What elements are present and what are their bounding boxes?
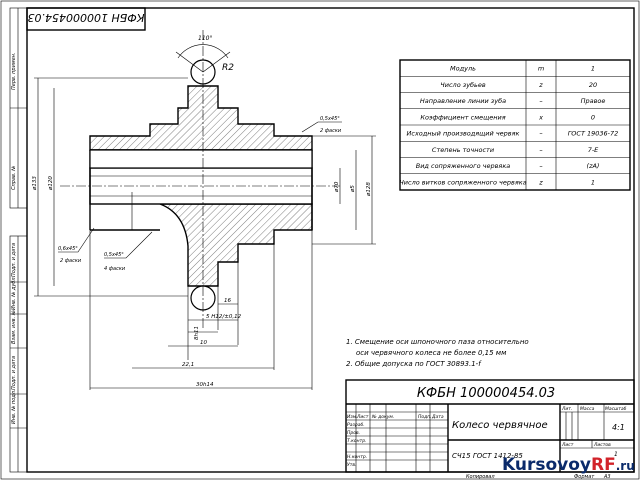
param-value: ГОСТ 19036-72	[568, 130, 619, 138]
section-top-hatch	[89, 85, 313, 151]
dim-30: 30h14	[196, 382, 214, 388]
strip-label-vzam: Взам. инв. №	[11, 310, 17, 344]
dim-right-d3: ø128	[366, 182, 372, 197]
dim-16: 16	[224, 298, 231, 304]
param-name: Направление линии зуба	[420, 97, 506, 105]
mass-label: Масса	[580, 406, 595, 412]
param-value: 1	[591, 178, 595, 186]
strip-label-sprav: Справ. №	[11, 166, 17, 190]
strip-label-perv: Перв. примен.	[11, 52, 17, 90]
note-line-2: оси червячного колеса не более 0,15 мм	[356, 349, 507, 357]
param-name: Число зубьев	[440, 81, 486, 89]
technical-notes: 1. Смещение оси шпоночного паза относите…	[346, 338, 529, 368]
param-value: 7-E	[588, 146, 599, 154]
dim-5: 5 H12/±0,12	[206, 314, 242, 320]
dim-8: 8h11	[194, 326, 200, 340]
format-value: A3	[603, 474, 611, 480]
param-symbol: –	[539, 146, 542, 154]
scale-label: Масштаб	[605, 406, 627, 412]
param-value: (zA)	[587, 162, 600, 170]
rotated-code-box: КФБН 100000454.03	[26, 7, 146, 31]
param-name: Коэффициент смещения	[420, 113, 505, 121]
param-symbol: –	[539, 130, 542, 138]
strip-label-podp2: Подп. и дата	[11, 356, 17, 390]
param-value: 1	[591, 65, 595, 73]
dim-10: 10	[200, 340, 207, 346]
radius-label: R2	[222, 63, 234, 73]
angle-label: 110°	[198, 35, 212, 42]
strip-label-inv-podl: Инв. № подл.	[11, 390, 17, 425]
left-strip: Перв. примен. Справ. № Подп. и дата Инв.…	[9, 7, 28, 473]
dim-right-d2: ø5	[350, 185, 356, 193]
param-name: Степень точности	[432, 146, 494, 154]
param-symbol: z	[538, 81, 543, 89]
col-list: Лист	[356, 414, 369, 420]
title-block: КФБН 100000454.03 Изм. Лист № докум. Под…	[345, 379, 635, 480]
section-view: 110° R2 ø133 ø120 ø70 ø5 ø128 0,5x45° 2 …	[32, 30, 376, 390]
dim-left-d1: ø133	[32, 176, 38, 191]
chamfer-mid-line2: 4 фаски	[104, 266, 126, 272]
param-symbol: x	[538, 113, 543, 121]
inner-frame	[26, 7, 635, 473]
note-line-3: 2. Общие допуска по ГОСТ 30893.1-f	[346, 360, 482, 368]
strip-label-inv-dubl: Инв. № дубл.	[11, 276, 17, 310]
dim-right-d1: ø70	[334, 181, 340, 193]
param-value: 0	[591, 113, 595, 121]
col-podp: Подп.	[418, 414, 432, 420]
param-value: Правое	[581, 97, 606, 105]
chamfer-mid-line1: 0,5x45°	[104, 252, 124, 258]
format-label: Формат	[574, 474, 595, 480]
param-symbol: –	[539, 162, 542, 170]
param-name: Модуль	[450, 65, 476, 73]
dim-22: 22,1	[182, 362, 194, 368]
keyway	[89, 149, 313, 169]
role-prov: Пров.	[347, 430, 360, 436]
lit-label: Лит.	[561, 406, 572, 412]
param-name: Число витков сопряженного червяка	[399, 178, 526, 186]
param-name: Исходный производящий червяк	[407, 130, 520, 138]
param-value: 20	[589, 81, 597, 89]
param-symbol: m	[538, 65, 544, 73]
role-tkontr: Т.контр.	[347, 438, 367, 444]
sheets-value: 1	[614, 451, 618, 458]
section-bottom-hatch	[159, 203, 313, 287]
chamfer-top-line1: 0,5x45°	[320, 116, 340, 122]
col-izm: Изм.	[347, 414, 358, 420]
title-code: КФБН 100000454.03	[417, 386, 555, 401]
param-symbol: –	[539, 97, 542, 105]
col-data: Дата	[431, 414, 444, 420]
role-nkontr: Н.контр.	[347, 454, 367, 460]
col-dokum: № докум.	[371, 414, 394, 420]
sheets-label: Листов	[593, 442, 611, 448]
rotated-code-text: КФБН 100000454.03	[27, 11, 144, 24]
watermark-logo: KursovoyRF.ru	[502, 455, 635, 475]
role-razrab: Разраб.	[347, 422, 365, 428]
role-utv: Утв.	[347, 462, 356, 468]
part-name: Колесо червячное	[452, 420, 548, 431]
kopiroval-label: Копировал	[466, 474, 495, 480]
param-symbol: z	[538, 178, 543, 186]
chamfer-left-line1: 0,6x45°	[58, 246, 78, 252]
scale-value: 4:1	[612, 423, 625, 432]
strip-label-podp1: Подп. и дата	[11, 243, 17, 277]
sheet-label: Лист	[561, 442, 574, 448]
chamfer-left-line2: 2 фаски	[60, 258, 82, 264]
material: СЧ15 ГОСТ 1412-85	[452, 452, 523, 460]
watermark-text-1: KursovoyRF.ru	[502, 455, 635, 475]
dim-left-d2: ø120	[48, 176, 54, 191]
note-line-1: 1. Смещение оси шпоночного паза относите…	[346, 338, 529, 346]
param-name: Вид сопряженного червяка	[416, 162, 511, 170]
chamfer-top-line2: 2 фаски	[320, 128, 342, 134]
